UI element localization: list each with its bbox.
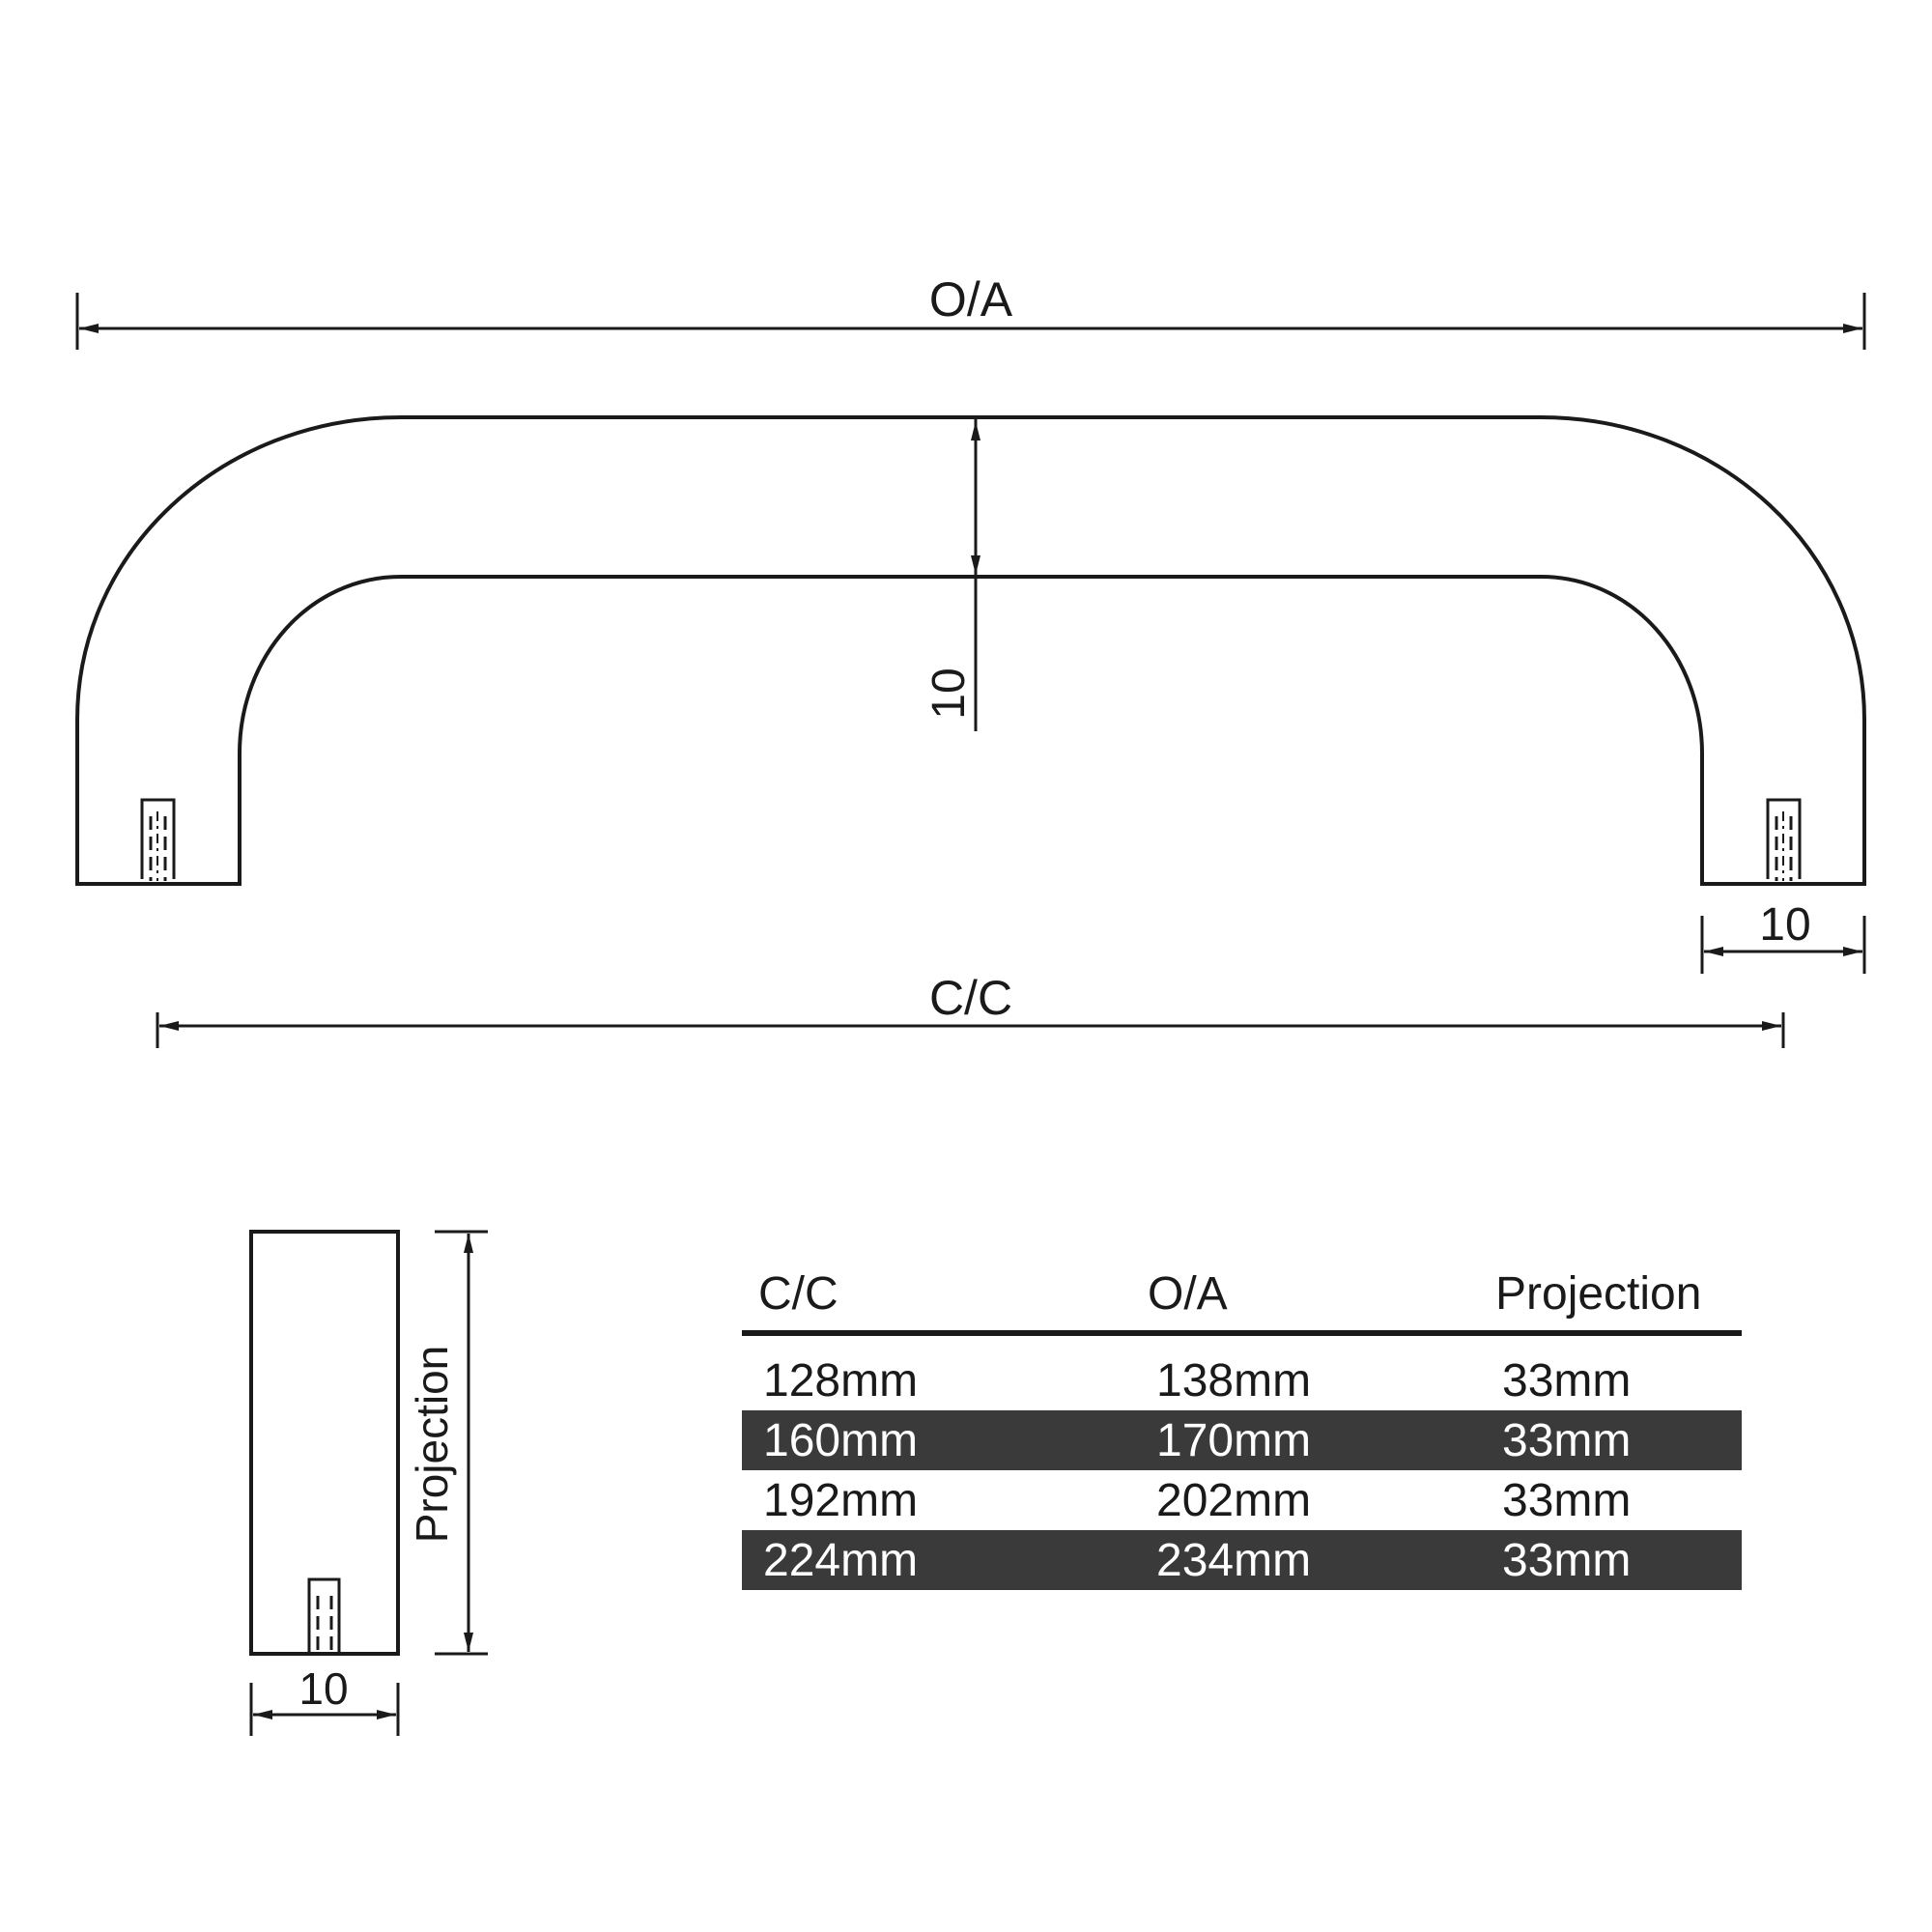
table-cell: 128mm bbox=[763, 1355, 918, 1406]
table-cell: 33mm bbox=[1502, 1535, 1631, 1586]
overall-dimension bbox=[75, 293, 1866, 350]
side-view bbox=[249, 1230, 488, 1736]
table-cell: 138mm bbox=[1156, 1355, 1311, 1406]
table-header-oa: O/A bbox=[1148, 1268, 1228, 1320]
table-row-shade bbox=[742, 1530, 1742, 1590]
handle-outline bbox=[75, 415, 1866, 886]
front-view bbox=[75, 293, 1866, 1048]
thickness-label: 10 bbox=[923, 668, 975, 719]
table-cell: 202mm bbox=[1156, 1475, 1311, 1526]
table-cell: 33mm bbox=[1502, 1475, 1631, 1526]
side-profile bbox=[249, 1230, 400, 1656]
table-row-shade bbox=[742, 1410, 1742, 1470]
size-table: C/C O/A Projection 128mm 138mm 33mm 160mm 17… bbox=[742, 1268, 1742, 1590]
centers-label: C/C bbox=[929, 971, 1012, 1025]
mounting-hole-left bbox=[140, 798, 176, 881]
table-cell: 170mm bbox=[1156, 1415, 1311, 1466]
side-width-dimension bbox=[249, 1683, 400, 1736]
table-header-projection: Projection bbox=[1495, 1268, 1701, 1320]
foot-width-label: 10 bbox=[1759, 899, 1810, 951]
foot-width-dimension bbox=[1700, 916, 1866, 974]
overall-label: O/A bbox=[929, 272, 1013, 327]
table-header-cc: C/C bbox=[758, 1268, 838, 1320]
projection-label: Projection bbox=[407, 1346, 457, 1544]
mounting-hole-right bbox=[1766, 798, 1802, 881]
table-cell: 33mm bbox=[1502, 1355, 1631, 1406]
table-cell: 224mm bbox=[763, 1535, 918, 1586]
side-width-label: 10 bbox=[298, 1663, 348, 1714]
projection-dimension bbox=[435, 1230, 488, 1656]
table-cell: 192mm bbox=[763, 1475, 918, 1526]
table-cell: 33mm bbox=[1502, 1415, 1631, 1466]
side-mounting-hole bbox=[307, 1577, 341, 1654]
table-cell: 234mm bbox=[1156, 1535, 1311, 1586]
centers-dimension bbox=[156, 1012, 1785, 1048]
table-cell: 160mm bbox=[763, 1415, 918, 1466]
